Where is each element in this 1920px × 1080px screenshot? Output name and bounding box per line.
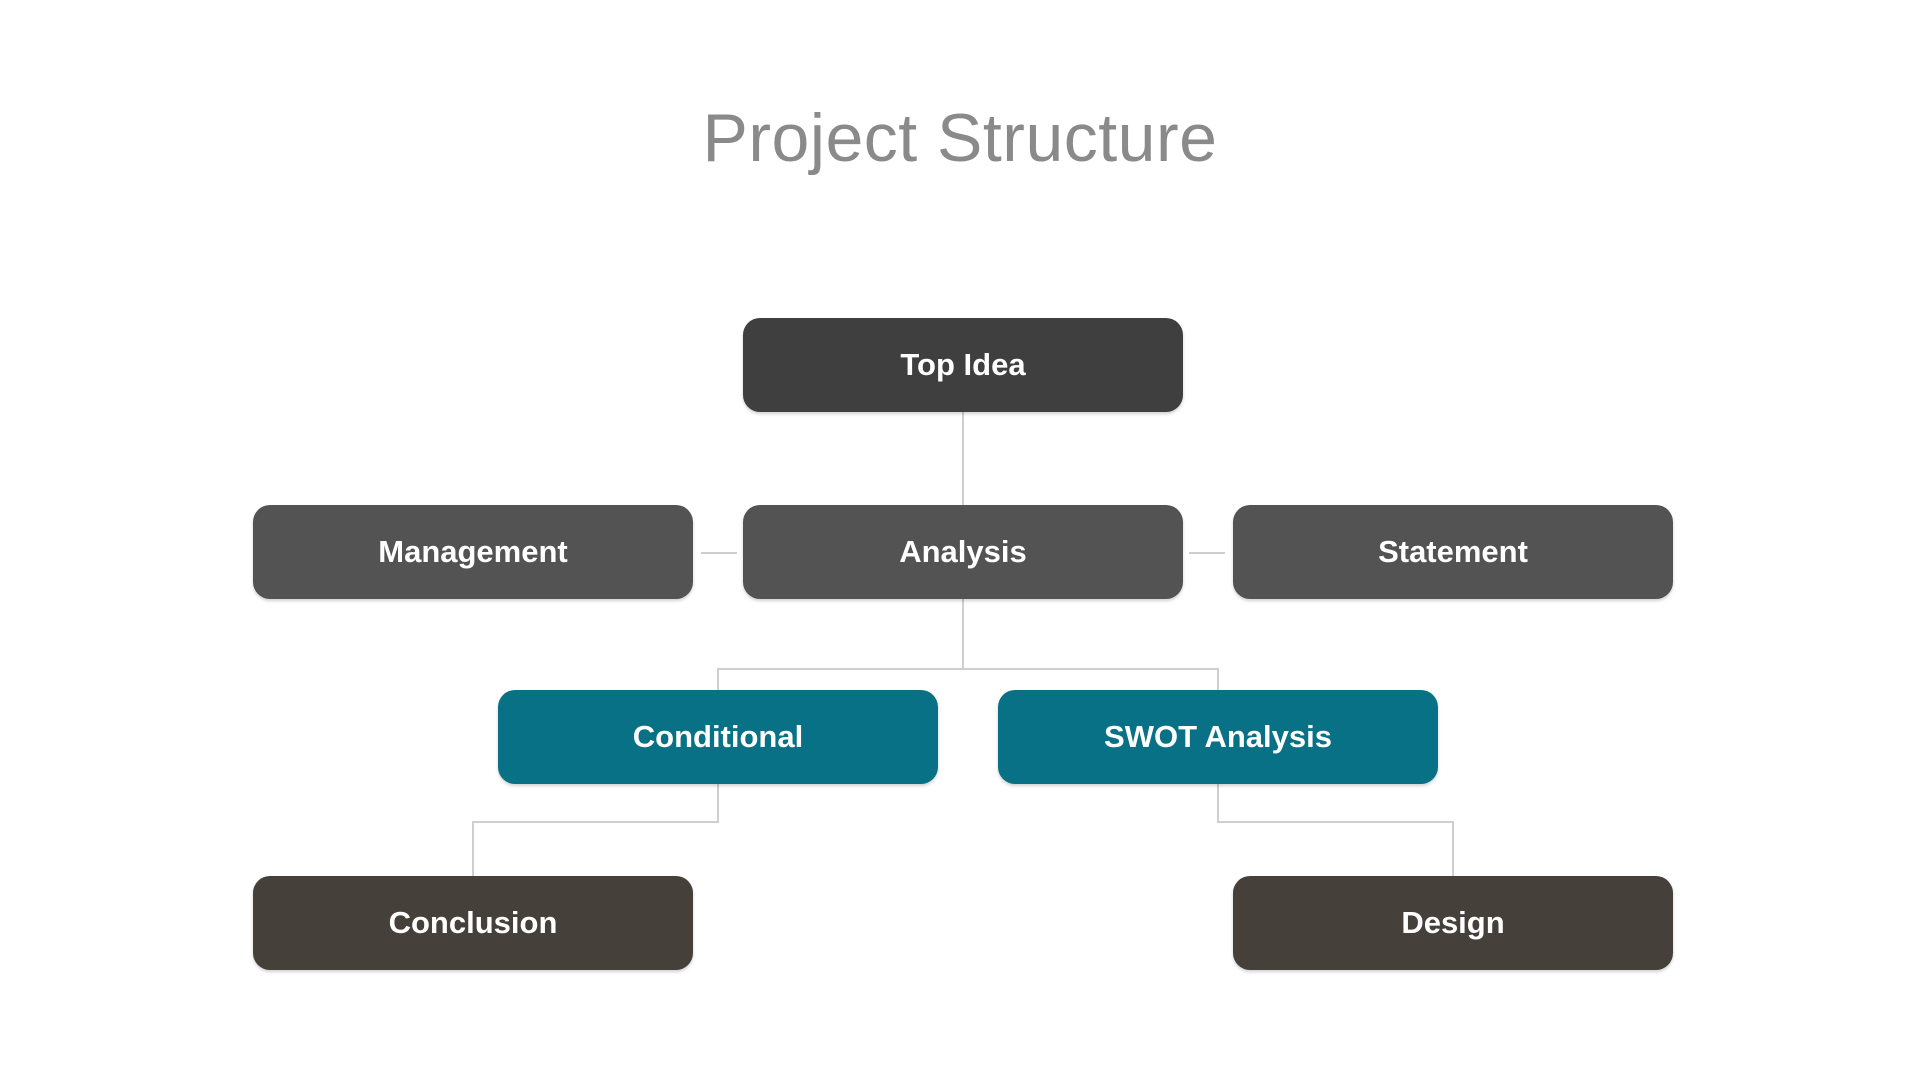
- node-analysis-label: Analysis: [899, 534, 1027, 569]
- node-swot-analysis: SWOT Analysis: [998, 690, 1438, 784]
- node-design-label: Design: [1401, 905, 1505, 940]
- connector-swot-design: [1217, 784, 1454, 876]
- connector-analysis-children-rail: [717, 668, 1219, 690]
- node-statement: Statement: [1233, 505, 1673, 599]
- node-statement-label: Statement: [1378, 534, 1528, 569]
- node-conclusion-label: Conclusion: [388, 905, 558, 940]
- node-conclusion: Conclusion: [253, 876, 693, 970]
- node-analysis: Analysis: [743, 505, 1183, 599]
- node-swot-analysis-label: SWOT Analysis: [1104, 719, 1332, 754]
- page-title: Project Structure: [702, 100, 1218, 176]
- node-management: Management: [253, 505, 693, 599]
- node-top-idea-label: Top Idea: [900, 347, 1026, 382]
- node-top-idea: Top Idea: [743, 318, 1183, 412]
- node-conditional-label: Conditional: [632, 719, 804, 754]
- node-design: Design: [1233, 876, 1673, 970]
- connector-conditional-conclusion: [472, 784, 719, 876]
- node-conditional: Conditional: [498, 690, 938, 784]
- node-management-label: Management: [378, 534, 568, 569]
